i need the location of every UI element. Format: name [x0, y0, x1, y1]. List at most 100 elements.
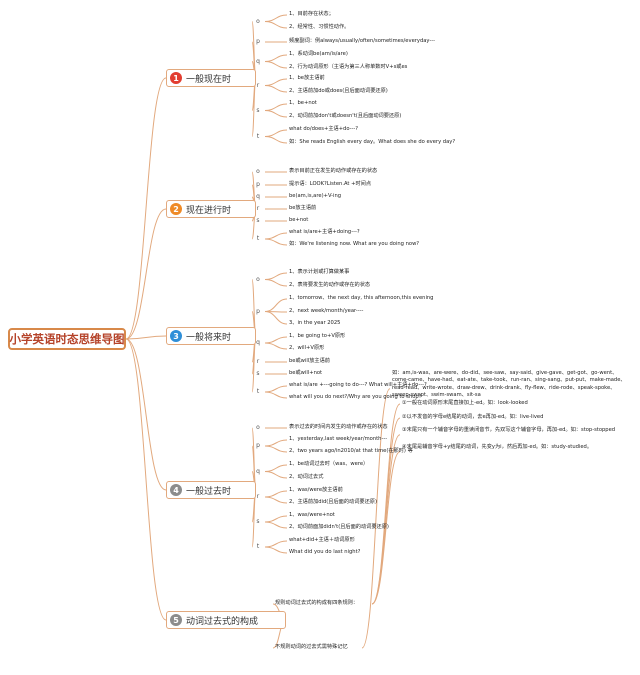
key-to-leaf-line: [264, 279, 288, 287]
key-label: p: [256, 38, 260, 45]
branch-1[interactable]: 1 一般现在时: [166, 69, 256, 87]
key-label: s: [256, 106, 260, 114]
leaf-item: 规则动词过去式的构成有四条规则：: [275, 600, 359, 606]
key-to-leaf-line: [264, 110, 288, 118]
leaf-item: 2、will+V原形: [289, 345, 325, 351]
key-to-leaf-line: [264, 515, 288, 523]
leaf-item: what is/are +---going to do---? What wil…: [289, 382, 427, 388]
leaf-item: 2、表将要发生的动作或存在的状态: [289, 282, 371, 288]
branch-number-badge: 4: [170, 484, 182, 496]
root-to-branch-line: [125, 338, 167, 491]
branch-label: 现在进行时: [186, 205, 232, 216]
branch-2[interactable]: 2 现在进行时: [166, 200, 256, 218]
key-to-leaf-line: [264, 464, 288, 472]
leaf-item: 表示目前正在发生的动作或存在的状态: [289, 168, 378, 174]
key-to-leaf-line: [264, 129, 288, 137]
branch-number-badge: 1: [170, 72, 182, 84]
key-to-leaf-line: [264, 61, 288, 69]
subleaf-item: 如：am,is-was、are-were、do-did、see-saw、say-…: [392, 370, 626, 399]
key-to-leaf-line: [264, 391, 288, 399]
key-to-leaf-line: [264, 546, 288, 554]
key-to-leaf-line: [264, 78, 288, 86]
key-to-leaf-line: [264, 445, 288, 453]
key-label: q: [256, 57, 260, 65]
leaf-item: be或will+not: [289, 370, 323, 376]
leaf-item: 1、系动词be(am/is/are): [289, 51, 348, 57]
key-to-leaf-line: [264, 136, 288, 144]
leaf-item: 如：She reads English every day。What does …: [289, 139, 456, 145]
leaf-item: 1、目前存在状态；: [289, 11, 334, 17]
key-label: t: [256, 132, 260, 140]
key-label: s: [256, 518, 260, 525]
key-to-leaf-line: [264, 342, 288, 350]
key-label: r: [256, 358, 260, 365]
key-to-leaf-line: [264, 103, 288, 111]
key-to-leaf-line: [264, 21, 288, 29]
root-topic[interactable]: 小学英语时态思维导图: [8, 328, 126, 350]
branch-label: 一般现在时: [186, 74, 232, 85]
key-to-leaf-line: [264, 14, 288, 22]
leaf-item: 2、主语前加did(且后面的动词要还原): [289, 499, 378, 505]
key-label: s: [256, 217, 260, 224]
key-label: q: [256, 467, 260, 475]
key-label: q: [256, 193, 260, 200]
subleaf-item: ③末尾只有一个辅音字母的重读闭音节，先双写这个辅音字母，再加-ed。如：stop…: [402, 427, 616, 433]
branch-label: 一般过去时: [186, 486, 232, 497]
leaf-item: be(am,is,are)+V-ing: [289, 193, 342, 199]
leaf-item: 1、be动词过去时（was、were）: [289, 461, 369, 467]
branch-3[interactable]: 3 一般将来时: [166, 327, 256, 345]
leaf-item: 1、was/were+not: [289, 512, 335, 518]
branch-number-badge: 3: [170, 330, 182, 342]
subleaf-item: ④末尾是辅音字母+y结尾的动词，先变y为i，然后再加-ed。如：study-st…: [402, 444, 593, 450]
key-label: p: [256, 307, 260, 315]
key-label: t: [256, 235, 260, 242]
key-to-leaf-line: [264, 439, 288, 447]
key-to-leaf-line: [264, 471, 288, 479]
root-to-branch-line: [125, 335, 167, 340]
key-label: o: [256, 17, 260, 25]
branch-4[interactable]: 4 一般过去时: [166, 481, 256, 499]
key-label: q: [256, 339, 260, 346]
key-label: t: [256, 543, 260, 550]
key-to-leaf-line: [264, 496, 288, 504]
leaf-item: what is/are+主语+doing---?: [289, 229, 360, 235]
leaf-item: 表示过去的时间内发生的动作或存在的状态: [289, 424, 388, 430]
leaf-item: be或will放主语前: [289, 358, 330, 364]
branch-label: 动词过去式的构成: [186, 616, 259, 627]
leaf-item: 不规则动词的过去式需特殊记忆: [275, 644, 348, 650]
leaf-item: 如：We're listening now. What are you doin…: [289, 241, 420, 247]
leaf-item: 1、be going to+V原形: [289, 333, 346, 339]
leaf-item: 2、next week/month/year----: [289, 308, 364, 314]
leaf-item: What did you do last night?: [289, 549, 361, 555]
root-to-branch-line: [125, 208, 167, 340]
leaf-item: 提示语：LOOK?Listen.At +时间点: [289, 181, 372, 187]
root-to-branch-line: [125, 77, 167, 340]
leaf-item: be+not: [289, 217, 309, 223]
key-to-leaf-line: [264, 311, 288, 325]
key-to-leaf-line: [264, 272, 288, 280]
leaf-item: 2、经常性、习惯性动作。: [289, 24, 350, 30]
leaf-item: 2、动词前加don't或doesn't(且后面动词要还原): [289, 113, 402, 119]
key-label: o: [256, 424, 260, 431]
leaf-item: 2、行为动词原形（主语为第三人称单数时V+s或es: [289, 64, 408, 70]
key-to-leaf-line: [264, 298, 288, 312]
key-to-leaf-line: [264, 540, 288, 548]
leaf-item: 1、be放主语前: [289, 75, 325, 81]
key-label: t: [256, 388, 260, 395]
key-to-leaf-line: [264, 238, 288, 246]
leaf-item: 2、动词前面加didn't(且后面的动词要还原): [289, 524, 389, 530]
leaf-item: 2、主语前加do或does(且后面动词要还原): [289, 88, 388, 94]
branch-number-badge: 2: [170, 203, 182, 215]
leaf-item: 2、动词过去式: [289, 474, 324, 480]
leaf-to-subleaf-line: [371, 451, 401, 605]
key-label: o: [256, 275, 260, 283]
branch-label: 一般将来时: [186, 332, 232, 343]
leaf-item: 1、be+not: [289, 100, 317, 106]
key-label: p: [256, 442, 260, 449]
key-label: p: [256, 181, 260, 188]
leaf-item: 1、yesterday,last week/year/month---: [289, 436, 388, 442]
key-to-leaf-line: [264, 54, 288, 62]
root-to-branch-line: [125, 338, 167, 621]
